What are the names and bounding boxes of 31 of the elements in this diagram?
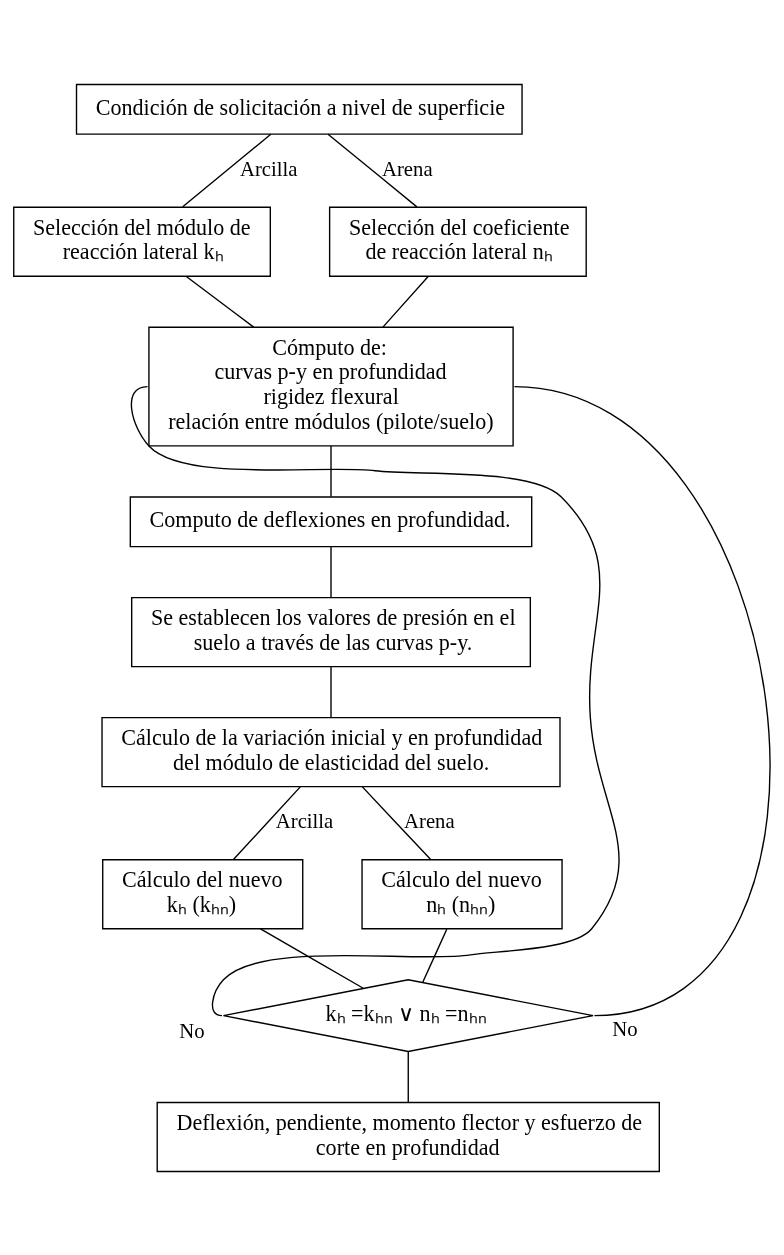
- edge-label: Arena: [382, 157, 433, 180]
- connector: [330, 444, 332, 497]
- node-box: Condición de solicitación a nivel de superficie: [75, 83, 523, 135]
- connector: [130, 385, 620, 1016]
- connector: [327, 133, 418, 208]
- edge-label: No: [179, 1019, 205, 1042]
- connector: [330, 665, 332, 718]
- connector: [513, 385, 771, 1016]
- connector: [361, 785, 432, 860]
- edge-label: No: [612, 1017, 638, 1040]
- node-box: Selección del módulo de reacción lateral kₕ: [13, 206, 271, 277]
- node-box: Selección del coeficiente de reacción lateral nₕ: [328, 206, 587, 277]
- connector: [330, 545, 332, 598]
- edge-label: Arcilla: [275, 809, 334, 832]
- connector: [421, 928, 448, 983]
- connector: [259, 927, 364, 989]
- edge-label: Arcilla: [239, 157, 298, 180]
- connector: [232, 785, 301, 860]
- node-box: Cómputo de: curvas p-y en profundidad rigidez flexural relación entre módulos (pilote/suelo): [148, 326, 514, 447]
- node-box: Cálculo del nuevo nₕ (nₕₙ): [361, 858, 563, 929]
- node-box: Cálculo del nuevo kₕ (kₕₙ): [102, 858, 304, 929]
- connector: [185, 275, 255, 328]
- connector: [382, 275, 429, 328]
- node-box: Deflexión, pendiente, momento flector y esfuerzo de corte en profundidad: [156, 1101, 660, 1172]
- node-box: Cálculo de la variación inicial y en profundidad del módulo de elasticidad del suelo.: [101, 716, 561, 787]
- connector: [407, 1050, 409, 1103]
- connector: [182, 133, 272, 208]
- edge-label: Arena: [404, 809, 455, 832]
- node-box: Se establecen los valores de presión en el suelo a través de las curvas p-y.: [131, 596, 532, 667]
- node-diamond: kₕ =kₕₙ ∨ nₕ =nₕₙ: [222, 978, 594, 1052]
- node-box: Computo de deflexiones en profundidad.: [129, 495, 533, 547]
